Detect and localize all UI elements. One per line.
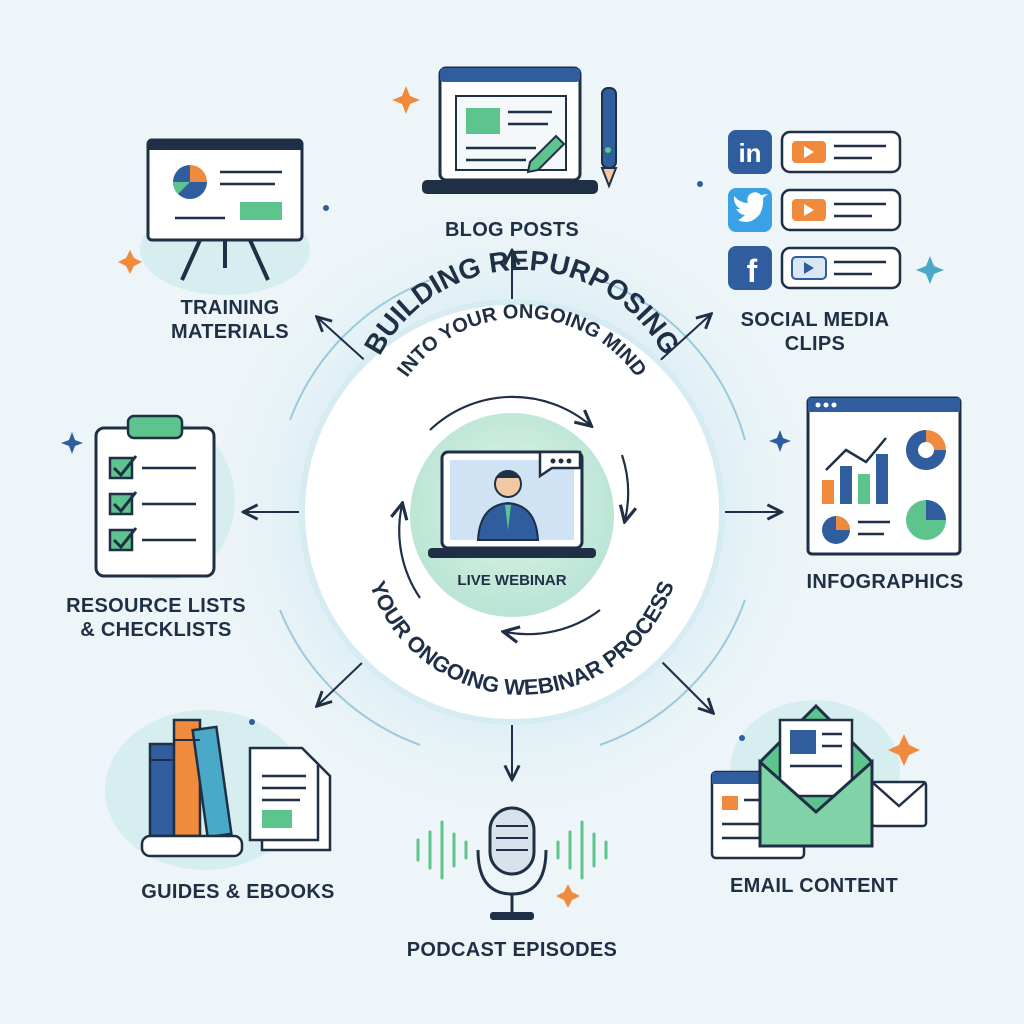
training-board-icon	[140, 138, 310, 295]
resource-line2: & Checklists	[80, 619, 232, 642]
arrow-training	[318, 318, 371, 366]
blog-laptop-icon	[422, 66, 618, 194]
facebook-icon: f	[747, 253, 758, 289]
social-media-icon-group: in f	[728, 130, 902, 290]
email-envelope-icon	[710, 700, 928, 860]
infographics-text: Infographics	[806, 571, 964, 593]
sparkle-icon	[769, 430, 791, 452]
resource-line1: Resource Lists	[66, 595, 246, 617]
label-guides-ebooks: Guides & Ebooks	[118, 880, 358, 904]
cycle-arrows	[399, 395, 628, 634]
arrow-email	[659, 659, 712, 712]
infographics-browser-icon	[806, 396, 962, 556]
sparkle-icon	[888, 734, 920, 766]
spoke-arrows	[245, 252, 780, 778]
blog-posts-text: Blog Posts	[444, 219, 580, 241]
email-text: Email Content	[730, 875, 898, 897]
label-blog-posts: Blog Posts	[410, 218, 614, 242]
facebook-card: f	[728, 246, 902, 290]
sparkle-icon	[392, 86, 420, 114]
label-email-content: Email Content	[700, 874, 928, 898]
linkedin-card: in	[728, 130, 902, 174]
guides-text: Guides & Ebooks	[141, 881, 335, 903]
podcast-microphone-icon	[416, 806, 608, 920]
sparkle-icon	[61, 432, 83, 454]
podcast-text: Podcast Episodes	[406, 939, 618, 961]
twitter-card	[728, 188, 902, 232]
arrow-guides	[318, 659, 366, 705]
social-line2: Clips	[784, 333, 846, 356]
training-line1: Training	[180, 297, 280, 319]
label-social-media-clips: Social Media Clips	[700, 308, 930, 357]
sparkle-icon	[916, 256, 944, 284]
sparkle-decorations	[61, 86, 944, 908]
label-resource-lists: Resource Lists & Checklists	[42, 594, 270, 643]
guides-books-icon	[105, 710, 332, 870]
linkedin-icon: in	[738, 138, 761, 168]
core-label: Live Webinar	[457, 572, 566, 589]
label-training-materials: Training Materials	[120, 296, 340, 345]
social-line1: Social Media	[740, 309, 890, 331]
webinar-laptop-icon	[428, 450, 596, 558]
label-infographics: Infographics	[780, 570, 990, 594]
training-line2: Materials	[171, 321, 289, 344]
sparkle-icon	[556, 884, 580, 908]
label-podcast-episodes: Podcast Episodes	[382, 938, 642, 962]
arrow-social	[654, 315, 710, 366]
checklist-clipboard-icon	[94, 414, 235, 580]
twitter-bird-icon	[733, 192, 768, 222]
sparkle-icon	[118, 250, 142, 274]
